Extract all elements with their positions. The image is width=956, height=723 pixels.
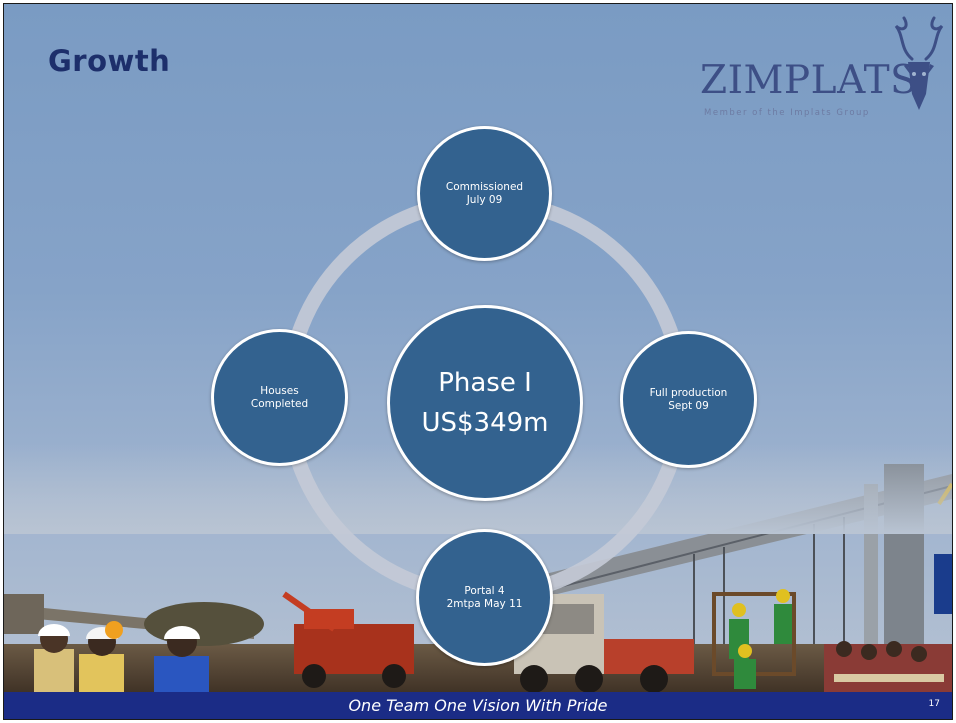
node-commissioned-line2: July 09 [466,193,503,206]
footer-slogan: One Team One Vision With Pride [348,696,608,715]
node-houses-line2: Completed [250,397,309,410]
logo-tagline: Member of the Implats Group [704,108,870,118]
slide: Growth ZIMPLATS Member of the Implats Gr… [3,3,953,720]
node-full-production: Full production Sept 09 [620,331,757,468]
logo-wordmark: ZIMPLATS [700,58,918,103]
node-commissioned: Commissioned July 09 [417,126,552,261]
node-houses-line1: Houses [260,384,299,397]
slide-title: Growth [48,44,171,78]
node-commissioned-line1: Commissioned [445,180,524,193]
node-phase-center: Phase I US$349m [387,305,583,501]
node-full-production-line2: Sept 09 [668,399,709,412]
zimplats-logo: ZIMPLATS Member of the Implats Group [694,14,949,129]
node-houses: Houses Completed [211,329,348,466]
node-portal-4-line1: Portal 4 [464,584,505,597]
center-amount-label: US$349m [421,408,549,438]
node-portal-4: Portal 4 2mtpa May 11 [416,529,553,666]
node-full-production-line1: Full production [649,386,728,399]
kudu-icon [894,16,944,110]
footer-bar: One Team One Vision With Pride 17 [4,692,952,719]
center-phase-label: Phase I [438,368,532,398]
page-number: 17 [928,699,940,709]
node-portal-4-line2: 2mtpa May 11 [446,597,523,610]
